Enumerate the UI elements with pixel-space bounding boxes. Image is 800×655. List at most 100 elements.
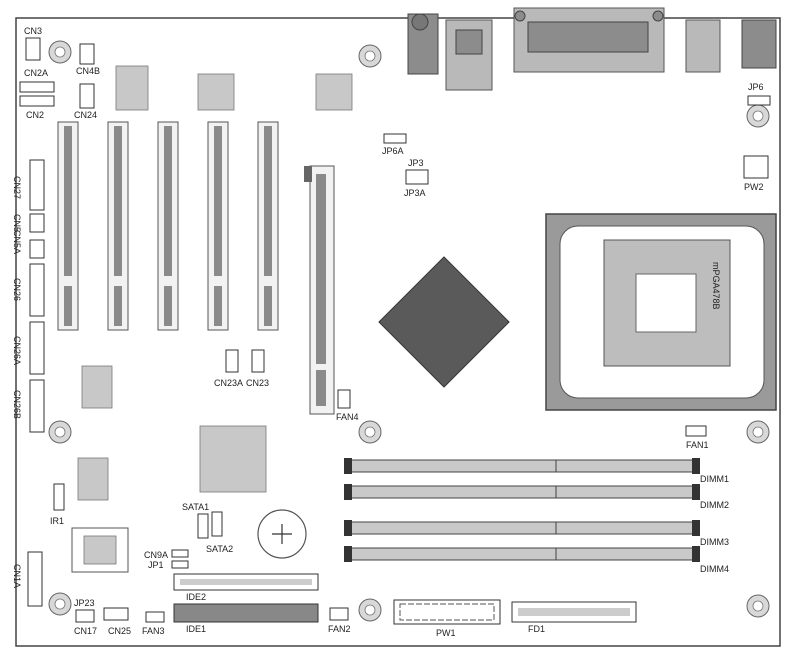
jp6a-label: JP6A — [382, 146, 404, 156]
cn17-label: CN17 — [74, 626, 97, 636]
cn26-label: CN26 — [12, 278, 22, 301]
cpu-socket: mPGA478B — [545, 213, 777, 411]
cn23-label: CN23 — [246, 378, 269, 388]
socket-center — [635, 273, 697, 333]
ide1-connector — [173, 603, 319, 623]
cn23a-header — [225, 349, 239, 373]
cn1a-header — [27, 551, 43, 607]
serial-port — [685, 19, 721, 73]
cn5a-header — [29, 239, 45, 259]
jp1-label: JP1 — [148, 560, 164, 570]
cn26b-label: CN26B — [12, 390, 22, 419]
chip-top-1 — [115, 65, 149, 111]
jp3-label: JP3 — [408, 158, 424, 168]
cn3-label: CN3 — [24, 26, 42, 36]
ide2-label: IDE2 — [186, 592, 206, 602]
dimm-slots — [344, 458, 700, 562]
fd1-pins — [518, 608, 630, 616]
pw1-label: PW1 — [436, 628, 456, 638]
ps2-ring — [411, 13, 429, 31]
super-io-chip — [83, 535, 117, 565]
dimm4-label: DIMM4 — [700, 564, 729, 574]
dimm2-label: DIMM2 — [700, 500, 729, 510]
cn5-label: CN5 — [12, 214, 22, 232]
cn2a-label: CN2A — [24, 68, 48, 78]
southbridge-chip — [199, 425, 267, 493]
ide2-pins — [180, 579, 312, 585]
ide1-label: IDE1 — [186, 624, 206, 634]
cn23a-label: CN23A — [214, 378, 243, 388]
sata2-label: SATA2 — [206, 544, 233, 554]
cn4b-header — [79, 43, 95, 65]
dimm-4 — [344, 546, 700, 562]
dimm3-label: DIMM3 — [700, 537, 729, 547]
hole-6 — [746, 420, 770, 444]
fan3-label: FAN3 — [142, 626, 165, 636]
hole-5 — [358, 420, 382, 444]
hole-4 — [48, 420, 72, 444]
dimm-3 — [344, 520, 700, 536]
ir1-header — [53, 483, 65, 511]
fan4-header — [337, 389, 351, 409]
dimm-1 — [344, 458, 700, 474]
pci-slot-4 — [207, 121, 229, 331]
screw-left — [514, 10, 526, 22]
cn1a-label: CN1A — [12, 564, 22, 588]
northbridge-chip — [378, 256, 510, 388]
jp6-header — [747, 95, 771, 106]
hole-7 — [48, 592, 72, 616]
chip-left-1 — [81, 365, 113, 409]
jp3-header — [405, 169, 429, 185]
cn27-label: CN27 — [12, 176, 22, 199]
jp23-header — [75, 609, 95, 623]
jp1-header — [171, 560, 189, 569]
cn9a-label: CN9A — [144, 550, 168, 560]
cn2-header — [19, 95, 55, 107]
cn25-header — [103, 607, 129, 621]
parallel-connector — [527, 21, 649, 53]
cn2a-header — [19, 81, 55, 93]
hole-9 — [746, 594, 770, 618]
usb-lan-inner — [455, 29, 483, 55]
cn4b-label: CN4B — [76, 66, 100, 76]
fan1-label: FAN1 — [686, 440, 709, 450]
pw2-connector — [743, 155, 769, 179]
fan3-header — [145, 611, 165, 623]
sata1-connector — [197, 513, 209, 539]
jp23-label: JP23 — [74, 598, 95, 608]
dimm-2 — [344, 484, 700, 500]
screw-right — [652, 10, 664, 22]
cn23-header — [251, 349, 265, 373]
hole-1 — [48, 40, 72, 64]
cn25-label: CN25 — [108, 626, 131, 636]
chip-top-2 — [197, 73, 235, 111]
pci-slot-5 — [257, 121, 279, 331]
socket-label: mPGA478B — [711, 262, 721, 310]
cn2-label: CN2 — [26, 110, 44, 120]
fan4-label: FAN4 — [336, 412, 359, 422]
hole-8 — [358, 598, 382, 622]
cn5a-label: CN5A — [12, 230, 22, 254]
pw1-pins — [399, 603, 495, 621]
hole-2 — [358, 44, 382, 68]
hole-3 — [746, 104, 770, 128]
pci-slot-3 — [157, 121, 179, 331]
audio-port — [741, 19, 777, 69]
jp6a-header — [383, 133, 407, 144]
ir1-label: IR1 — [50, 516, 64, 526]
cn24-label: CN24 — [74, 110, 97, 120]
cn26a-label: CN26A — [12, 336, 22, 365]
dimm1-label: DIMM1 — [700, 474, 729, 484]
jp3a-label: JP3A — [404, 188, 426, 198]
chip-left-2 — [77, 457, 109, 501]
cn26b-header — [29, 379, 45, 433]
fan2-label: FAN2 — [328, 624, 351, 634]
sata2-connector — [211, 511, 223, 537]
jp6-label: JP6 — [748, 82, 764, 92]
cn5-header — [29, 213, 45, 233]
pci-slot-1 — [57, 121, 79, 331]
pci-slot-2 — [107, 121, 129, 331]
fan2-header — [329, 607, 349, 621]
cn26-header — [29, 263, 45, 317]
